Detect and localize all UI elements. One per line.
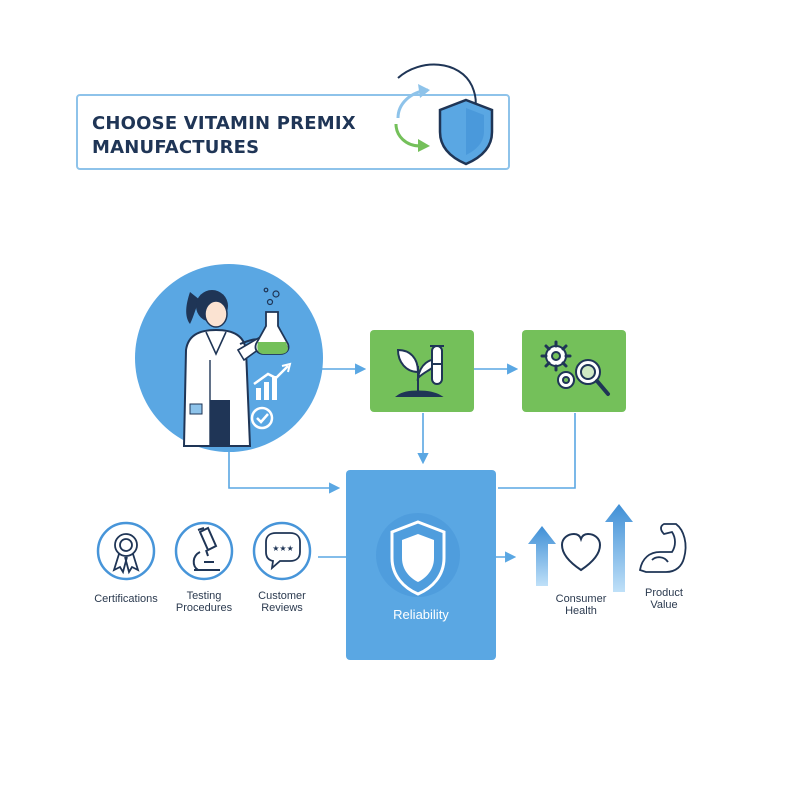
consumer-health-label: Consumer Health (541, 593, 621, 617)
customer-reviews-label: Customer Reviews (240, 590, 324, 614)
title-line-2: MANUFACTURES (92, 137, 260, 158)
outcome-heart (560, 532, 602, 572)
heart-icon (560, 532, 602, 572)
arrow-analysis-to-reliability (498, 413, 576, 489)
factor-certifications (96, 521, 156, 581)
product-value-label: Product Value (626, 587, 702, 611)
factor-reviews: ★★★ (252, 521, 312, 581)
health-label-line1: Consumer (555, 593, 607, 605)
reliability-node (346, 470, 496, 660)
scientist-node (135, 264, 323, 452)
scientist-with-flask-icon (182, 287, 292, 447)
outcome-product-value (638, 523, 687, 573)
testing-label-line2: Procedures (175, 602, 233, 614)
arrow-scientist-to-reliability (228, 452, 341, 494)
testing-procedures-label: Testing Procedures (159, 590, 249, 614)
title-banner: CHOOSE VITAMIN PREMIX MANUFACTURES (76, 94, 510, 170)
research-node (370, 330, 474, 412)
checkmark-icon (250, 406, 274, 430)
shield-arrows-emblem-icon (394, 63, 494, 166)
plant-test-tube-icon (394, 345, 444, 397)
flexed-arm-icon (638, 523, 687, 573)
reliability-label: Reliability (393, 607, 449, 622)
svg-text:★★★: ★★★ (272, 544, 294, 553)
reviews-label-line2: Reviews (261, 602, 303, 614)
health-label-line2: Health (565, 605, 597, 617)
gears-magnifier-icon (540, 340, 610, 396)
page-title: CHOOSE VITAMIN PREMIX MANUFACTURES (92, 112, 392, 160)
testing-label-line1: Testing (186, 590, 222, 602)
title-line-1: CHOOSE VITAMIN PREMIX (92, 113, 356, 134)
award-ribbon-icon (112, 533, 140, 575)
reviews-label-line1: Customer (258, 590, 306, 602)
value-label-line2: Value (650, 599, 678, 611)
outcome-arrow-small (528, 526, 556, 586)
growth-chart-icon (253, 362, 292, 400)
certifications-label-line1: Certifications (94, 593, 158, 605)
shield-icon (390, 520, 446, 596)
value-label-line1: Product (645, 587, 683, 599)
star-review-bubble-icon: ★★★ (265, 532, 301, 571)
analysis-node (522, 330, 626, 412)
factor-testing (174, 521, 234, 581)
certifications-label: Certifications (76, 593, 176, 605)
outcome-arrow-large (605, 504, 633, 592)
microscope-icon (192, 526, 220, 571)
